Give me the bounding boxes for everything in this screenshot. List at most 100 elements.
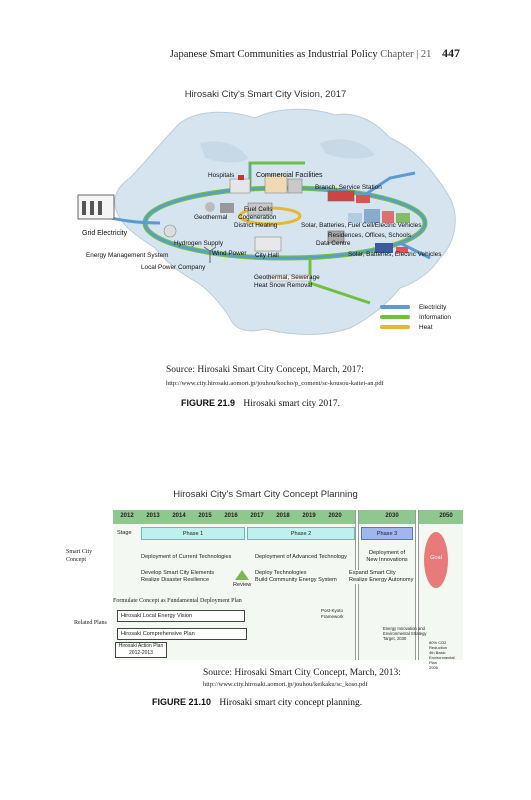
phase-2: Phase 2 [247, 527, 355, 540]
expand-line2: Realize Energy Autonomy [349, 577, 414, 583]
deploy-new-innovations: Deployment of New Innovations [361, 550, 413, 564]
row-label-smart-city: Smart City Concept [66, 549, 93, 563]
timeline-break-2 [415, 510, 419, 660]
wind-turbine-icon [203, 246, 217, 263]
post-kyoto-line2: Framework [321, 614, 344, 619]
local-energy-vision: Hirosaki Local Energy Vision [117, 610, 245, 622]
action-plan-line2: 2012-2013 [129, 650, 153, 656]
residence-cluster-icon [348, 209, 410, 223]
page-number: 447 [442, 46, 460, 60]
label-city-hall: City Hall [255, 252, 279, 259]
label-ems: Energy Management System [86, 252, 169, 259]
label-heat-snow: Heat Snow Removal [254, 282, 313, 289]
grid-electricity-icon [77, 194, 115, 220]
co2-line1: 80% CO2 Reduction [429, 640, 448, 650]
commercial-building-icon [264, 174, 303, 194]
snow-removal-icon [269, 274, 311, 282]
figure2-table: 2012 2013 2014 2015 2016 2017 2018 2019 … [113, 510, 463, 670]
hydrogen-tank-icon [163, 224, 177, 238]
co2-reduction: 80% CO2 Reduction 4th Basic Environmenta… [429, 640, 463, 670]
post-kyoto: Post-Kyoto Framework [321, 608, 344, 620]
data-centre-icon [327, 230, 345, 244]
legend-heat: Heat [419, 324, 433, 331]
figure2-title: Hirosaki City's Smart City Concept Plann… [173, 489, 358, 500]
goal-ellipse [424, 532, 448, 588]
smart-city-map [77, 108, 456, 335]
formulate-text: Formulate Concept as Fundamental Deploym… [113, 598, 242, 604]
legend-information: Information [419, 314, 451, 321]
label-grid: Grid Electricity [82, 230, 128, 237]
city-hall-icon [254, 236, 282, 252]
label-local-power: Local Power Company [141, 264, 206, 271]
figure1-caption-text: Hirosaki smart city 2017. [243, 399, 340, 409]
develop-line2: Realize Disaster Resilience [141, 577, 210, 583]
year-2013: 2013 [146, 513, 160, 519]
year-2019: 2019 [302, 513, 316, 519]
hospital-building-icon [229, 175, 251, 194]
energy-innov-line2: Environmental Strategy [383, 631, 427, 636]
label-hydrogen: Hydrogen Supply [174, 240, 224, 247]
review-label: Review [233, 582, 252, 588]
label-commercial: Commercial Facilities [256, 172, 323, 179]
year-2020: 2020 [328, 513, 342, 519]
figure1-caption: FIGURE 21.9 Hirosaki smart city 2017. [181, 398, 340, 409]
year-2012: 2012 [120, 513, 134, 519]
figure2-source: Source: Hirosaki Smart City Concept, Mar… [203, 668, 401, 678]
year-2050: 2050 [439, 513, 453, 519]
label-geothermal: Geothermal [194, 214, 228, 221]
legend-electricity: Electricity [419, 304, 447, 311]
energy-innov-line3: Target, 2030 [383, 636, 407, 641]
year-2030: 2030 [385, 513, 399, 519]
post-kyoto-line1: Post-Kyoto [321, 608, 344, 613]
row-label-related: Related Plans [74, 620, 107, 626]
label-branch: Branch, Service Station [315, 184, 382, 191]
timeline-break-1 [355, 510, 359, 660]
figure2-caption-text: Hirosaki smart city concept planning. [219, 698, 363, 708]
year-2017: 2017 [250, 513, 264, 519]
year-2015: 2015 [198, 513, 212, 519]
label-data-centre: Data Centre [316, 240, 351, 247]
goal-label: Goal [430, 555, 442, 561]
label-geo-sewer: Geothermal, Sewerage [254, 274, 320, 281]
deploy3-line2: New Innovations [366, 557, 408, 563]
cogeneration-icon [247, 202, 273, 216]
service-station-icon [327, 190, 370, 203]
expand-block: Expand Smart City Realize Energy Autonom… [349, 570, 414, 584]
develop-line1: Develop Smart City Elements [141, 570, 215, 576]
figure2-caption: FIGURE 21.10 Hirosaki smart city concept… [152, 697, 362, 708]
year-2018: 2018 [276, 513, 290, 519]
geothermal-plant-icon [205, 202, 234, 213]
expand-line1: Expand Smart City [349, 570, 396, 576]
label-residences: Residences, Offices, Schools [328, 232, 412, 239]
label-hospitals: Hospitals [208, 172, 235, 179]
year-2014: 2014 [172, 513, 186, 519]
figure1-caption-label: FIGURE 21.9 [181, 398, 236, 408]
review-triangle [235, 570, 249, 580]
figure1-title: Hirosaki City's Smart City Vision, 2017 [184, 89, 347, 100]
energy-innov-line1: Energy Innovation and [383, 626, 425, 631]
label-wind: Wind Power [212, 250, 247, 257]
running-header: Japanese Smart Communities as Industrial… [0, 46, 460, 61]
comprehensive-plan: Hirosaki Comprehensive Plan [117, 628, 247, 640]
label-solar-fuel: Solar, Batteries, Fuel Cell/Electric Veh… [301, 222, 422, 229]
phase-1: Phase 1 [141, 527, 245, 540]
stage-label: Stage [117, 530, 132, 536]
figure2-caption-label: FIGURE 21.10 [152, 697, 212, 707]
co2-line2: 4th Basic Environmental Plan [429, 650, 455, 665]
deploy-advanced: Deployment of Advanced Technology [255, 554, 347, 560]
phase-3: Phase 3 [361, 527, 413, 540]
running-title: Japanese Smart Communities as Industrial… [169, 49, 378, 60]
deploy3-line1: Deployment of [368, 550, 406, 556]
action-plan-line1: Hirosaki Action Plan [118, 643, 164, 649]
label-fuel-cells: Fuel Cells [244, 206, 273, 213]
year-2016: 2016 [224, 513, 238, 519]
develop-block: Develop Smart City Elements Realize Disa… [141, 570, 214, 584]
co2-line3: 2005 [429, 665, 438, 670]
deploy-tech-line1: Deploy Technologies [255, 570, 307, 576]
figure1-source: Source: Hirosaki Smart City Concept, Mar… [166, 365, 364, 375]
deploy-tech-line2: Build Community Energy System [255, 577, 337, 583]
label-cogeneration: Cogeneration [238, 214, 277, 221]
figure1-url: http://www.city.hirosaki.aomori.jp/jouho… [166, 380, 384, 387]
solar-ev-icon [375, 243, 408, 253]
figure2-url: http://www.city.hirosaki.aomori.jp/jouho… [203, 681, 368, 688]
